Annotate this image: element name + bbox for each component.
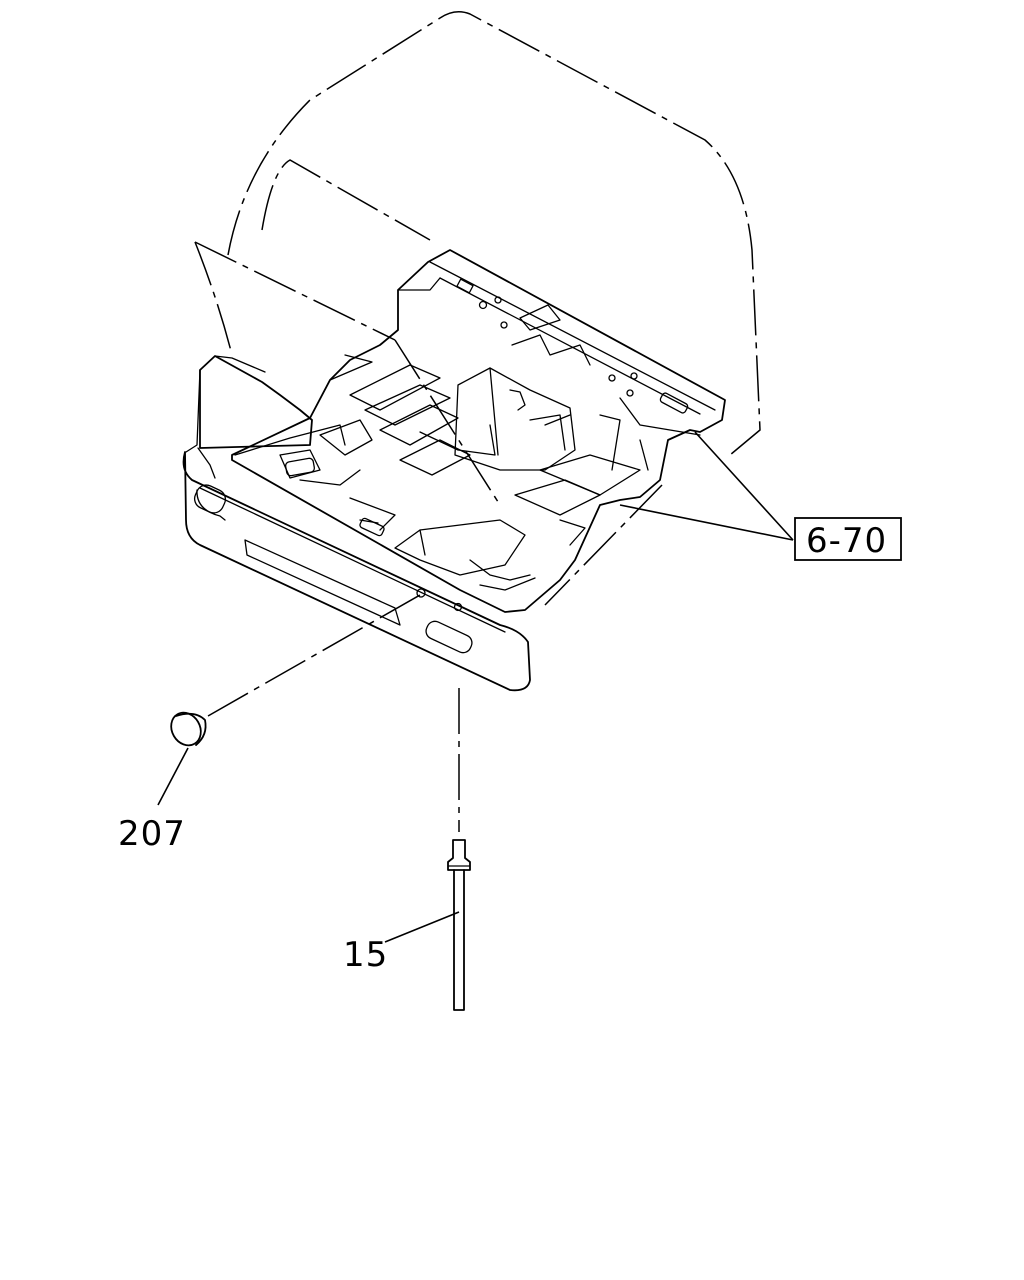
- leader-6-70-upper: [694, 431, 794, 541]
- stud-15: [447, 688, 471, 1011]
- leader-6-70-lower: [619, 504, 794, 541]
- leader-lines: [157, 431, 794, 943]
- plug-207: [170, 594, 421, 747]
- cab-phantom-outline: [194, 11, 761, 606]
- callouts: 6-70 207 15: [118, 517, 902, 975]
- floor-pan-assembly: [182, 249, 726, 692]
- reference-label-6-70[interactable]: 6-70: [806, 521, 887, 561]
- part-label-207[interactable]: 207: [118, 814, 186, 854]
- leader-207: [157, 747, 189, 806]
- reference-box-6-70[interactable]: [794, 517, 902, 561]
- leader-15: [384, 911, 460, 943]
- part-label-15[interactable]: 15: [343, 935, 388, 975]
